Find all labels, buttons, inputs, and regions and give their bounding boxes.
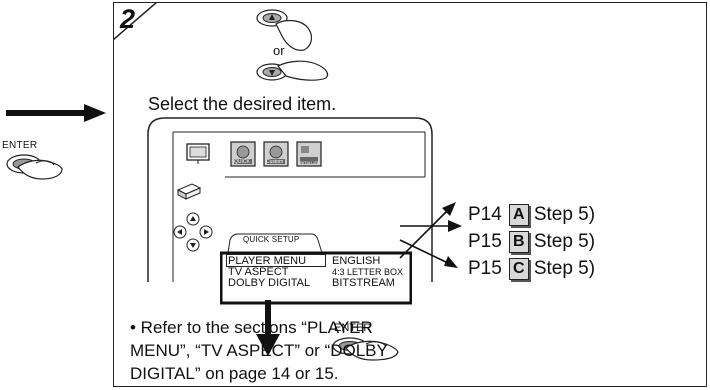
enter-center-label: ENTER <box>334 322 372 334</box>
reference-pointer-arrows <box>399 202 462 268</box>
enter-left-label: ENTER <box>2 140 38 151</box>
cursor-keys-hand-icon <box>256 9 329 81</box>
reference-letter-badge: A <box>508 204 529 226</box>
tv-screen-outline <box>147 117 433 282</box>
menu-item-label: TV ASPECT <box>228 266 289 278</box>
step-panel <box>113 2 707 387</box>
or-label: or <box>273 43 285 58</box>
tv-icon <box>186 143 210 164</box>
reference-step: Step 5) <box>533 204 596 225</box>
direction-pad-icon <box>173 212 213 252</box>
note-line: • Refer to the sections “PLAYER <box>130 318 373 337</box>
instruction-text: Select the desired item. <box>148 94 337 114</box>
reference-page: P15 <box>468 231 502 252</box>
step-corner <box>113 2 157 40</box>
enter-button-hand-icon <box>6 154 63 180</box>
step-number: 2 <box>120 4 136 34</box>
reference-step: Step 5) <box>533 231 596 252</box>
menu-item-label: DOLBY DIGITAL <box>228 277 311 289</box>
custom-icon-label: Custom <box>266 159 284 165</box>
reference-letter-badge: C <box>508 258 529 280</box>
reference-letter-badge: B <box>508 231 529 253</box>
reference-page: P14 <box>468 204 502 225</box>
menu-item-value: BITSTREAM <box>332 277 395 289</box>
initialize-icon-label: INITIA LIZE <box>299 160 320 165</box>
reference-page: P15 <box>468 258 502 279</box>
reference-a: P14 A Step 5) <box>468 204 595 226</box>
quick-setup-tab: QUICK SETUP <box>243 235 300 244</box>
note-line: MENU”, “TV ASPECT” or “DOLBY <box>130 341 388 360</box>
reference-b: P15 B Step 5) <box>468 231 595 253</box>
initialize-icon <box>296 141 322 167</box>
menu-item-value: ENGLISH <box>332 255 381 267</box>
enter-button-hand-icon <box>332 337 399 361</box>
menu-item-value: 4:3 LETTER BOX <box>332 267 404 277</box>
reference-note: • Refer to the sections “PLAYER MENU”, “… <box>130 316 430 385</box>
down-arrow-icon <box>256 300 280 356</box>
quick-icon <box>230 141 256 167</box>
reference-c: P15 C Step 5) <box>468 258 595 280</box>
menu-item-label: PLAYER MENU <box>228 255 307 267</box>
disc-player-icon <box>176 183 202 200</box>
note-line: DIGITAL” on page 14 or 15. <box>130 364 339 383</box>
custom-icon <box>263 141 289 167</box>
quick-setup-frame <box>220 233 412 305</box>
quick-icon-label: QUICK <box>234 159 250 165</box>
right-arrow-icon <box>6 104 106 122</box>
reference-step: Step 5) <box>533 258 596 279</box>
menu-selection-highlight <box>226 254 326 267</box>
